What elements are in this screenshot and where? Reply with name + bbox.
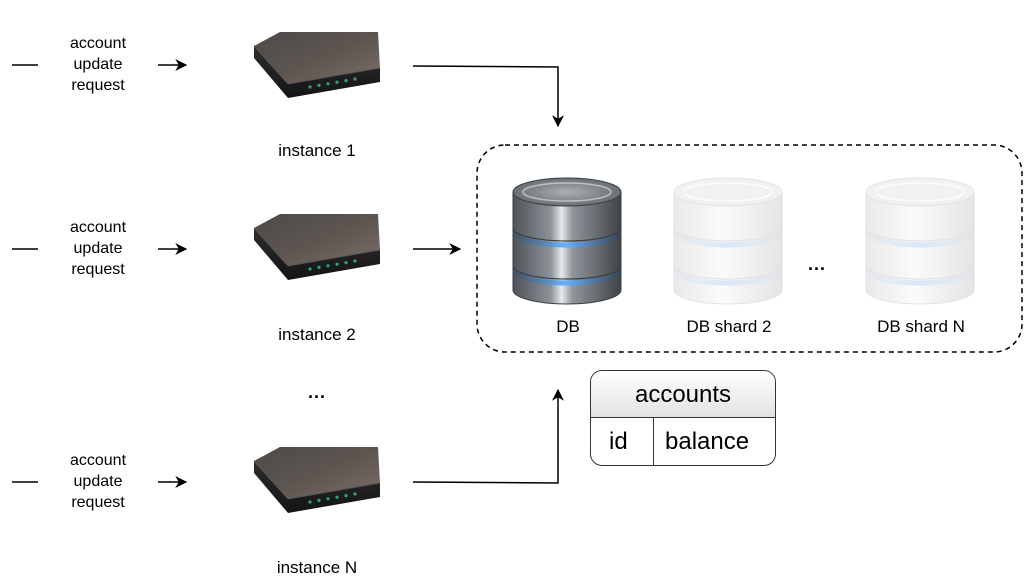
db-label-shard-n: DB shard N <box>877 317 965 336</box>
column-id: id <box>591 418 654 465</box>
shards-ellipsis: ... <box>808 254 827 274</box>
instance-1-to-db-arrow <box>412 65 564 128</box>
instance-label-n: instance N <box>276 558 358 577</box>
instance-label-2: instance 2 <box>278 325 356 344</box>
instances-ellipsis: ... <box>308 382 327 402</box>
request-label-1: account update request <box>38 33 158 96</box>
request-label-2: account update request <box>38 217 158 280</box>
shard-group-box <box>476 144 1023 353</box>
server-icon <box>253 214 381 280</box>
instance-n-to-db-arrow <box>412 388 564 484</box>
database-icon <box>865 177 975 305</box>
database-icon <box>512 177 622 305</box>
server-icon <box>253 447 381 513</box>
instance-label-1: instance 1 <box>278 141 356 160</box>
table-columns-row: id balance <box>591 418 775 465</box>
column-balance: balance <box>665 428 750 455</box>
db-label-primary: DB <box>556 317 580 336</box>
database-icon <box>673 177 783 305</box>
request-label-3: account update request <box>38 450 158 513</box>
db-label-shard-2: DB shard 2 <box>686 317 772 336</box>
server-icon <box>253 32 381 98</box>
table-name: accounts <box>591 371 775 418</box>
accounts-table: accounts id balance <box>590 370 776 466</box>
